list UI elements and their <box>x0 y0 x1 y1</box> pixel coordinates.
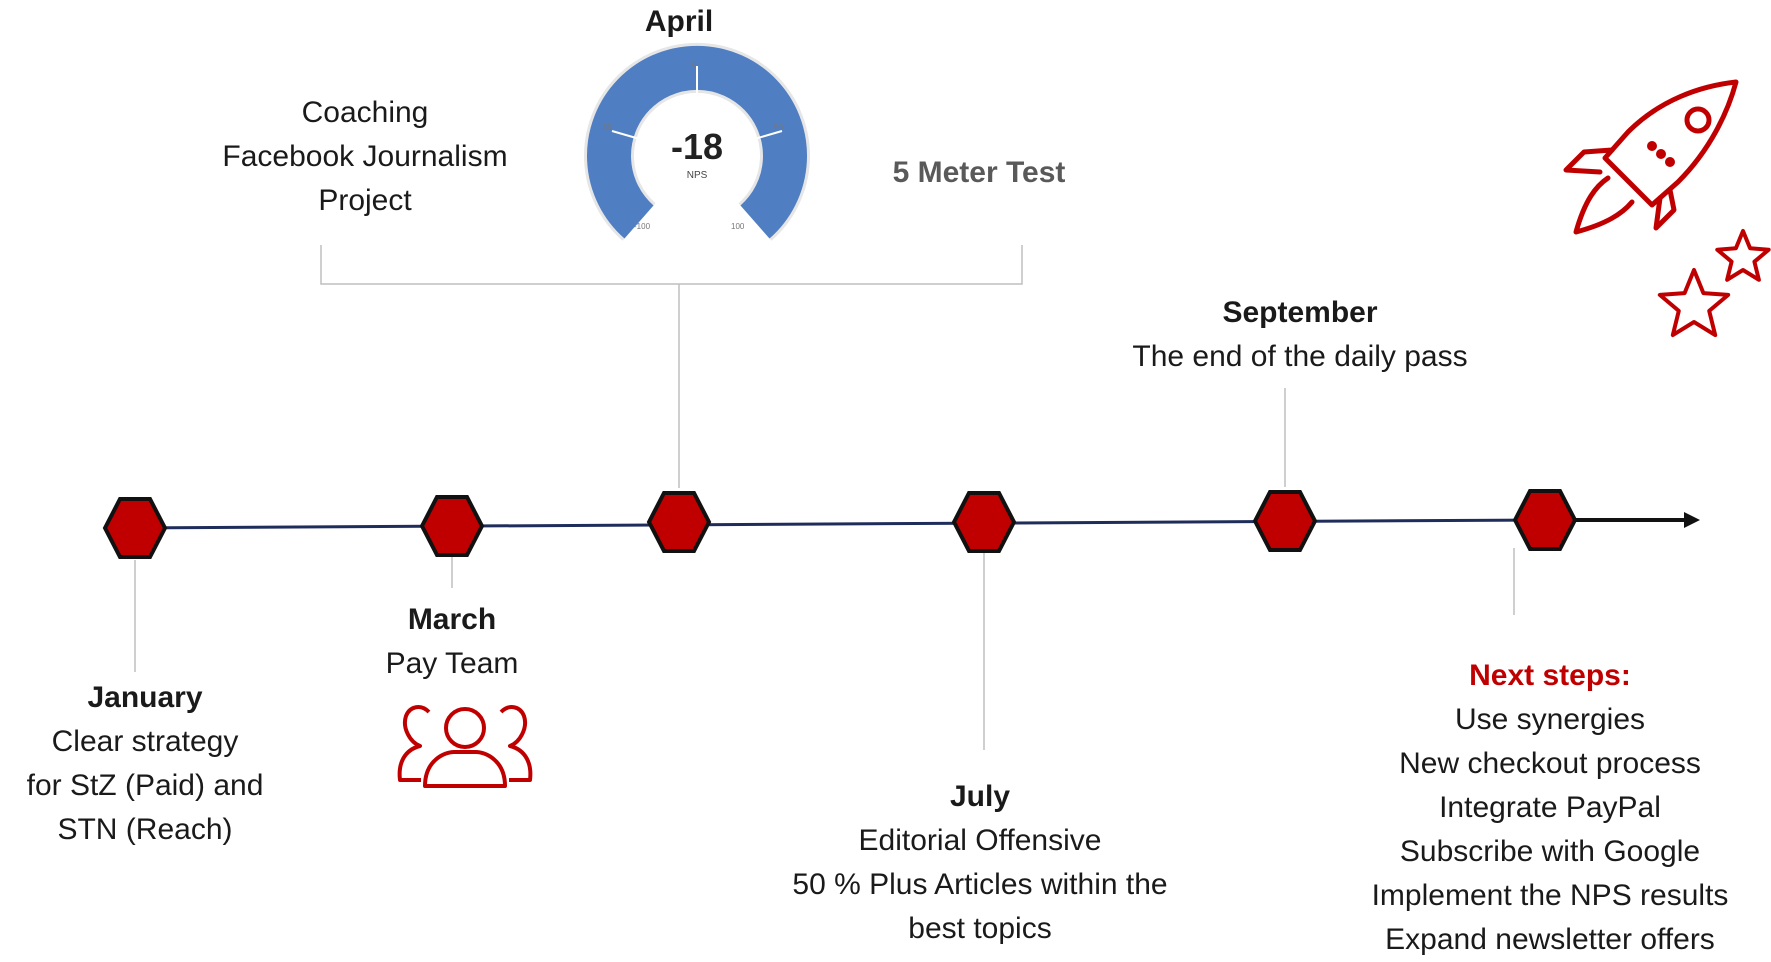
april-coaching-line2: Facebook Journalism <box>222 140 508 173</box>
july-line2: 50 % Plus Articles within the <box>792 868 1168 901</box>
marker-april <box>646 491 712 553</box>
gauge-needle <box>664 104 684 118</box>
january-title: January <box>87 681 203 714</box>
gauge-value: -18 <box>670 126 724 167</box>
july-line1: Editorial Offensive <box>858 824 1102 857</box>
march-title: March <box>407 603 497 636</box>
gauge-tick-100: 100 <box>731 222 745 231</box>
september-title: September <box>1222 296 1378 329</box>
july-line3: best topics <box>908 912 1052 945</box>
next-step-4: Subscribe with Google <box>1399 835 1701 868</box>
january-line1: Clear strategy <box>51 725 239 758</box>
july-title: July <box>949 780 1011 813</box>
gauge-tick-minus100: -100 <box>634 222 651 231</box>
rocket-icon <box>1563 79 1739 235</box>
bracket-april <box>320 245 1023 285</box>
next-step-3: Integrate PayPal <box>1439 791 1661 824</box>
marker-january <box>102 497 168 559</box>
april-coaching-line3: Project <box>318 184 412 217</box>
star-icon-small <box>1715 229 1771 282</box>
star-icon-large <box>1657 268 1731 338</box>
january-line3: STN (Reach) <box>57 813 233 846</box>
april-test-label: 5 Meter Test <box>892 156 1066 189</box>
gauge-tick-0: 0 <box>692 60 697 69</box>
next-step-1: Use synergies <box>1454 703 1646 736</box>
next-step-5: Implement the NPS results <box>1371 879 1729 912</box>
nps-gauge <box>584 42 810 241</box>
january-line2: for StZ (Paid) and <box>26 769 264 802</box>
gauge-unit: NPS <box>686 170 708 181</box>
next-steps-title: Next steps: <box>1469 659 1631 692</box>
april-title: April <box>644 5 714 38</box>
april-coaching-line1: Coaching <box>301 96 429 129</box>
marker-september <box>1252 490 1318 552</box>
marker-july <box>951 491 1017 553</box>
march-line1: Pay Team <box>385 647 519 680</box>
timeline-arrowhead <box>1684 512 1700 528</box>
team-icon <box>397 705 533 788</box>
gauge-tick-50: 50 <box>774 123 783 132</box>
marker-march <box>419 495 485 557</box>
next-step-2: New checkout process <box>1399 747 1701 780</box>
next-step-6: Expand newsletter offers <box>1385 923 1715 956</box>
gauge-tick-minus50: -50 <box>600 123 612 132</box>
marker-next <box>1512 489 1578 551</box>
september-line1: The end of the daily pass <box>1132 340 1468 373</box>
timeline-line <box>119 518 1541 530</box>
